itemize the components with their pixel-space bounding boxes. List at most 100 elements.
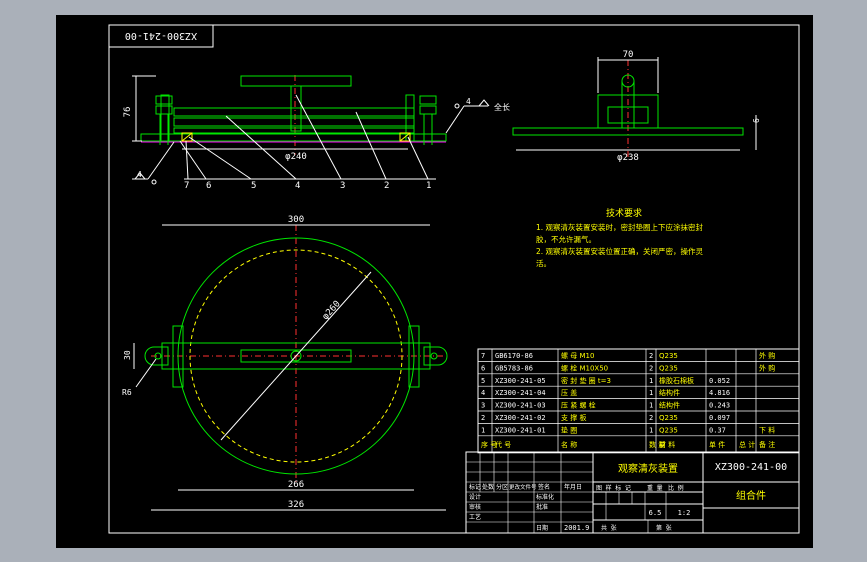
bom-header-qty: 数 量 [649, 440, 665, 449]
seal-hatch-right-line [399, 132, 411, 142]
bom-cell-note: 外 购 [759, 363, 775, 372]
title-scale: 1:2 [678, 509, 691, 517]
drawing-number-inverted: XZ300-241-00 [125, 30, 197, 41]
bom-cell-code: XZ300-241-04 [495, 389, 546, 397]
svg-text:处数: 处数 [482, 483, 494, 491]
dim-260: φ260 [321, 299, 343, 322]
svg-text:更改文件号: 更改文件号 [509, 483, 537, 491]
drawing-canvas: XZ300-241-00 76 [108, 24, 800, 534]
balloon-2: 2 [384, 181, 389, 191]
plan-handle [240, 349, 352, 363]
tech-line-4: 活。 [536, 258, 551, 268]
bom-cell-no: 7 [481, 352, 485, 360]
balloon-6: 6 [206, 181, 211, 191]
dim-r6: R6 [122, 388, 132, 397]
balloon-3: 3 [340, 181, 345, 191]
bom-cell-no: 6 [481, 364, 485, 372]
bom-cell-code: XZ300-241-03 [495, 402, 546, 410]
svg-text:年月日: 年月日 [564, 483, 582, 491]
bom-header-unit_weight: 单 件 [709, 440, 725, 449]
dim-30: 30 [123, 350, 132, 360]
svg-text:重 量: 重 量 [647, 484, 663, 492]
bom-cell-material: Q235 [659, 426, 678, 434]
side-view: 70 φ238 6 [512, 50, 761, 163]
bom-cell-name: 压 盖 [561, 388, 577, 397]
svg-text:比 例: 比 例 [668, 484, 684, 492]
bolt-head-left [155, 95, 173, 105]
seal-hatch-left [181, 132, 193, 142]
title-type: 组合件 [736, 489, 766, 502]
svg-text:审核: 审核 [469, 503, 481, 511]
bom-cell-unit_weight: 4.816 [709, 389, 730, 397]
bom-cell-name: 压 紧 螺 栓 [561, 401, 596, 410]
bom-cell-qty: 1 [649, 377, 653, 385]
bom-cell-material: 结构件 [659, 388, 680, 397]
bom-cell-unit_weight: 0.243 [709, 402, 730, 410]
bom-cell-qty: 1 [649, 426, 653, 434]
svg-text:工艺: 工艺 [469, 513, 481, 521]
plan-lug-left [144, 346, 169, 366]
weld-right: 4 [466, 97, 471, 106]
plan-post-left [172, 325, 184, 388]
bom-cell-qty: 2 [649, 364, 653, 372]
balloon-5: 5 [251, 181, 256, 191]
dim-240: φ240 [285, 152, 307, 162]
svg-text:批准: 批准 [536, 503, 548, 511]
dim-76: 76 [123, 107, 133, 118]
plan-bar [161, 342, 431, 370]
bom-cell-material: 结构件 [659, 401, 680, 410]
svg-text:第 张: 第 张 [656, 524, 672, 532]
plan-outer-circle [177, 237, 415, 475]
bom-cell-unit_weight: 0.37 [709, 426, 726, 434]
bom-cell-note: 下 料 [759, 425, 775, 434]
bom-cell-no: 1 [481, 426, 485, 434]
side-block [597, 94, 659, 129]
bom-frame [477, 348, 800, 454]
tech-line-1: 1. 观察清灰装置安装时，密封垫圈上下应涂抹密封 [536, 222, 704, 232]
svg-text:分区: 分区 [496, 483, 508, 491]
title-name: 观察清灰装置 [618, 462, 678, 475]
bom-cell-no: 5 [481, 377, 485, 385]
title-date: 2001.9 [564, 524, 589, 532]
dim-r6-line [135, 358, 157, 388]
svg-text:图 样 标 记: 图 样 标 记 [596, 484, 631, 492]
bom-cell-name: 螺 栓 M10X50 [561, 363, 608, 372]
svg-text:设计: 设计 [469, 493, 481, 501]
svg-text:标准化: 标准化 [536, 493, 554, 501]
title-frame [465, 451, 800, 534]
tech-requirements: 技术要求 1. 观察清灰装置安装时，密封垫圈上下应涂抹密封 胶，不允许漏气。 2… [536, 207, 704, 268]
bom-cell-qty: 2 [649, 414, 653, 422]
leaders [132, 94, 490, 180]
bom-cell-no: 2 [481, 414, 485, 422]
balloon-7: 7 [184, 181, 189, 191]
front-view: 76 φ240 4 4 全长 7 6 5 [123, 75, 510, 191]
bom-cell-code: XZ300-241-01 [495, 426, 546, 434]
weld-left: 4 [137, 170, 142, 179]
nut-right [419, 105, 437, 115]
bom-cell-material: 橡胶石棉板 [659, 376, 694, 385]
drawing-sheet: XZ300-241-00 76 [56, 15, 813, 548]
svg-text:签名: 签名 [538, 483, 550, 491]
front-post-left [160, 94, 170, 142]
front-handle [240, 75, 352, 87]
bom-cell-qty: 1 [649, 389, 653, 397]
bom-header-name: 名 称 [561, 440, 577, 449]
svg-text:标记: 标记 [469, 483, 481, 491]
front-bar-mid [173, 117, 415, 127]
bom-cell-name: 密 封 垫 圈 t=3 [561, 376, 611, 385]
front-bar-top [173, 107, 415, 117]
dim-6: 6 [752, 118, 761, 123]
side-slot [607, 106, 649, 124]
plan-center [290, 350, 302, 362]
bom-cell-material: Q235 [659, 352, 678, 360]
bom-cell-code: GB6170-86 [495, 352, 533, 360]
bom-cell-material: Q235 [659, 364, 678, 372]
weld-circle-right [454, 103, 460, 109]
title-number: XZ300-241-00 [715, 462, 787, 473]
bom-cell-no: 4 [481, 389, 485, 397]
bom-cell-unit_weight: 0.052 [709, 377, 730, 385]
plan-post-right [408, 325, 420, 388]
bom-header-note: 备 注 [759, 440, 775, 449]
number-box [108, 24, 214, 48]
